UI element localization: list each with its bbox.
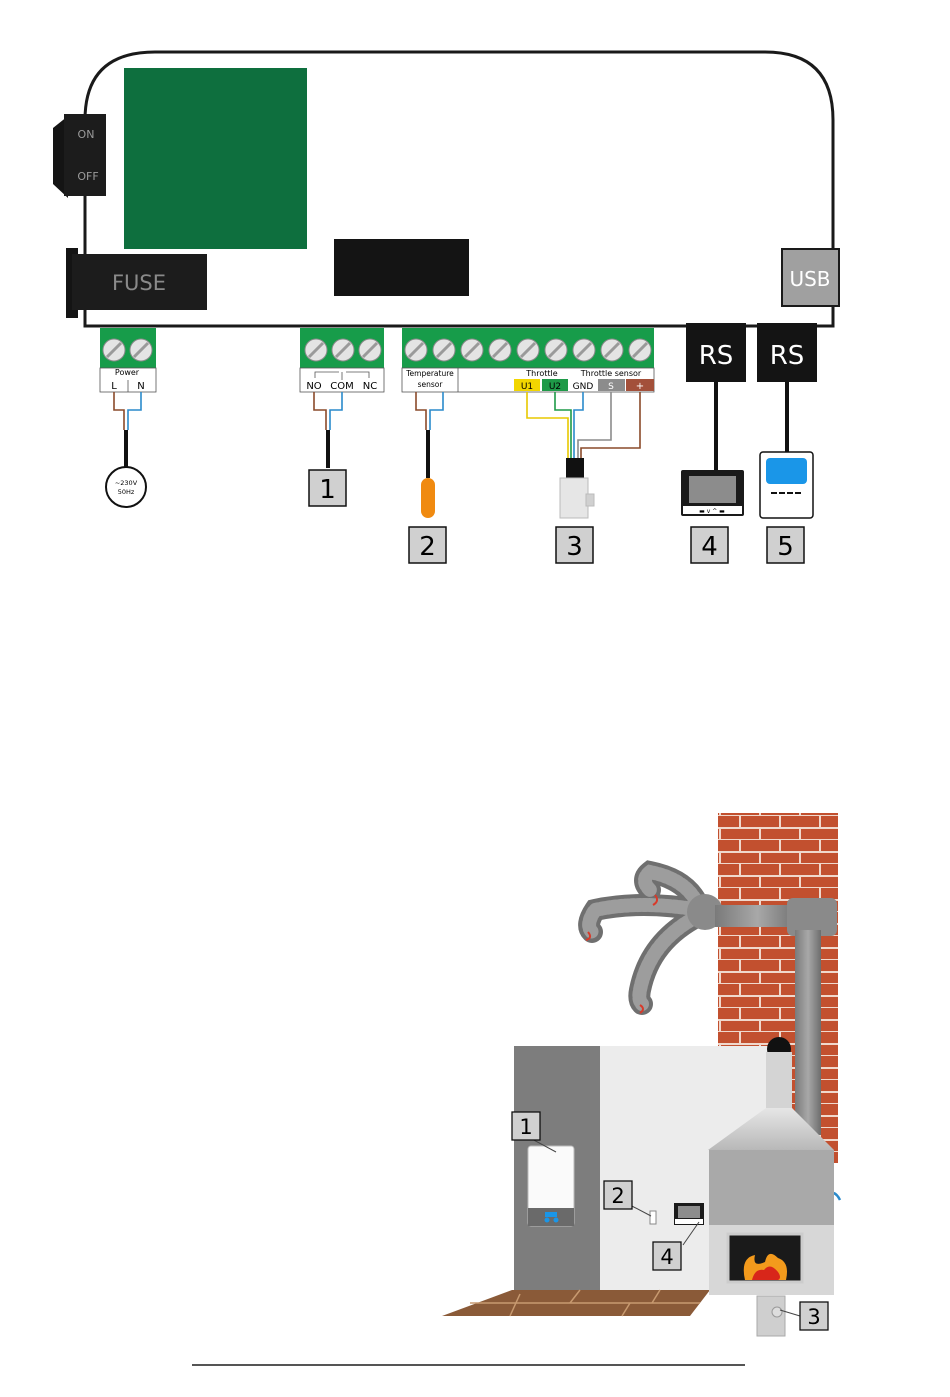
- temperature-probe: [421, 478, 435, 518]
- switch-on-label: ON: [78, 128, 95, 141]
- device-number-box: 1: [309, 470, 346, 506]
- usb-label: USB: [789, 267, 830, 291]
- relay-no-label: NO: [306, 381, 321, 392]
- wall-temp-sensor: [650, 1211, 656, 1224]
- terminal-screw: [103, 339, 125, 361]
- terminal-screw: [517, 339, 539, 361]
- usb-port[interactable]: USB: [782, 249, 839, 306]
- terminal-screw: [573, 339, 595, 361]
- relay-com-label: COM: [330, 381, 353, 392]
- mains-frequency: 50Hz: [118, 488, 135, 496]
- temp-sensor-label-1: Temperature: [405, 369, 454, 378]
- power-title: Power: [115, 368, 140, 377]
- display-panel: [124, 68, 307, 249]
- u1-label: U1: [521, 382, 533, 392]
- terminal-screw: [359, 339, 381, 361]
- room-panel-device: ▬ v ^ ▬: [681, 470, 744, 516]
- device-number-text: 3: [566, 532, 583, 562]
- power-l-label: L: [111, 381, 117, 392]
- device-number-box: 5: [767, 527, 804, 563]
- intake-pipe: [757, 1296, 785, 1336]
- room-panel-buttons: ▬ v ^ ▬: [699, 508, 725, 515]
- u2-label: U2: [549, 382, 561, 392]
- scene-number-box: 1: [512, 1112, 540, 1140]
- terminal-screw: [489, 339, 511, 361]
- scene-number-box: 3: [800, 1302, 828, 1330]
- device-number-box: 4: [691, 527, 728, 563]
- mains-supply: ~230V 50Hz: [106, 467, 146, 507]
- power-n-label: N: [137, 381, 144, 392]
- device-number-box: 2: [409, 527, 446, 563]
- terminal-screw: [130, 339, 152, 361]
- terminal-screw: [545, 339, 567, 361]
- plus-label: +: [636, 381, 644, 392]
- switch-off-label: OFF: [77, 170, 98, 183]
- stove-flue: [766, 1052, 792, 1114]
- device-number-text: 4: [701, 532, 718, 562]
- terminal-screw: [433, 339, 455, 361]
- throttle-sensor-title: Throttle sensor: [580, 369, 642, 378]
- device-number-text: 5: [777, 532, 794, 562]
- device-number-text: 1: [319, 475, 336, 505]
- fuse-holder[interactable]: FUSE: [66, 248, 207, 318]
- rs-label-2: RS: [770, 341, 805, 371]
- installation-scene: [442, 813, 840, 1336]
- throttle-title: Throttle: [525, 369, 557, 378]
- scene-number-text: 3: [807, 1305, 820, 1329]
- scene-number-box: 2: [604, 1181, 632, 1209]
- cables: [126, 382, 787, 478]
- wiring: [114, 392, 640, 458]
- device-number-box: 3: [556, 527, 593, 563]
- gnd-label: GND: [573, 382, 594, 392]
- s-label: S: [608, 382, 614, 392]
- air-hoses: [589, 872, 700, 1004]
- chip-block: [334, 239, 469, 296]
- scene-number-text: 4: [660, 1245, 673, 1269]
- terminal-screw: [405, 339, 427, 361]
- mains-voltage: ~230V: [115, 479, 138, 487]
- wireless-panel-device: [760, 452, 813, 518]
- relay-nc-label: NC: [363, 381, 377, 392]
- scene-number-box: 4: [653, 1242, 681, 1270]
- rs-label-1: RS: [699, 341, 734, 371]
- terminal-screw: [332, 339, 354, 361]
- rs-port-2[interactable]: RS: [757, 323, 817, 382]
- fuse-label: FUSE: [112, 271, 166, 295]
- device-number-text: 2: [419, 532, 436, 562]
- power-switch[interactable]: ON OFF: [53, 114, 106, 198]
- terminal-screw: [461, 339, 483, 361]
- scene-number-text: 1: [519, 1115, 532, 1139]
- vertical-duct: [795, 930, 821, 1135]
- terminal-screw: [601, 339, 623, 361]
- temp-sensor-label-2: sensor: [418, 380, 444, 389]
- throttle-actuator: [560, 458, 594, 518]
- terminal-screw: [305, 339, 327, 361]
- rs-port-1[interactable]: RS: [686, 323, 746, 382]
- scene-number-text: 2: [611, 1184, 624, 1208]
- terminal-screw: [629, 339, 651, 361]
